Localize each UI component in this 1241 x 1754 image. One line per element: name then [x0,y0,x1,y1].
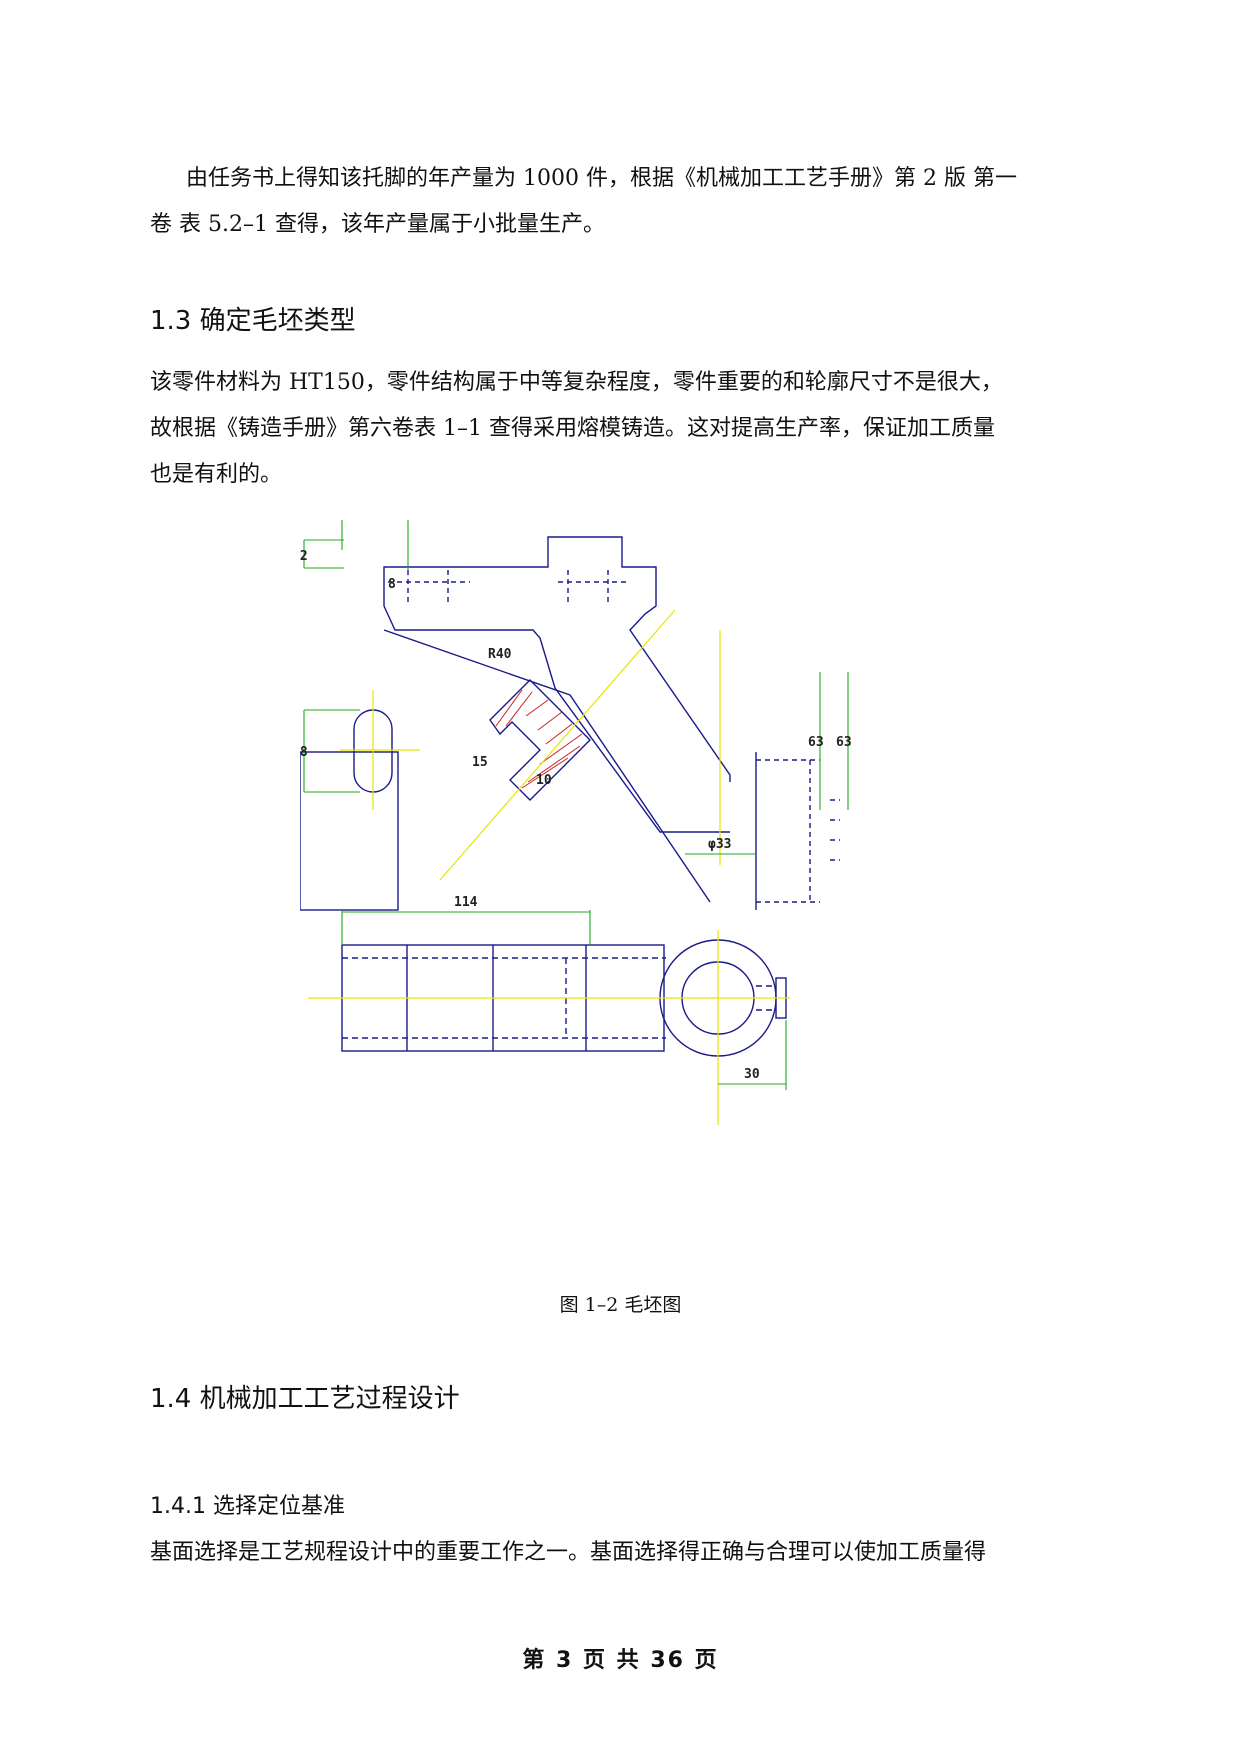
page-footer: 第 3 页 共 36 页 [522,1648,719,1673]
dim-phi33: φ33 [708,837,731,852]
dim-10: 10 [536,773,552,788]
dim-30-bottom: 30 [744,1067,760,1082]
intro-line-2: 卷 表 5.2–1 查得，该年产量属于小批量生产。 [150,212,605,237]
dim-114: 114 [454,895,478,910]
dimension-lines [303,520,849,1090]
intro-line-1: 由任务书上得知该托脚的年产量为 1000 件，根据《机械加工工艺手册》第 2 版… [186,166,1017,191]
section-1-3-line-2: 故根据《铸造手册》第六卷表 1–1 查得采用熔模铸造。这对提高生产率，保证加工质… [150,416,995,441]
dim-8: 8 [388,577,396,592]
section-heading-1-4: 1.4 机械加工工艺过程设计 [150,1384,460,1414]
section-hatch [495,689,583,789]
section-1-4-line-1: 基面选择是工艺规程设计中的重要工作之一。基面选择得正确与合理可以使加工质量得 [150,1540,987,1565]
figure-caption: 图 1–2 毛坯图 [559,1294,682,1316]
center-lines [308,609,790,1125]
section-1-3-line-3: 也是有利的。 [150,462,283,487]
dim-63-b: 63 [836,735,852,750]
dimension-labels: 30 30 14 12 R40 38 15 10 63 63 φ33 114 5… [300,549,852,1082]
dim-r40: R40 [488,647,512,662]
dim-15: 15 [472,755,488,770]
upper-view-hidden-lines [388,570,840,903]
section-profile [489,679,591,801]
subsection-heading-1-4-1: 1.4.1 选择定位基准 [150,1494,345,1519]
dim-38: 38 [300,745,308,760]
dim-63-a: 63 [808,735,824,750]
upper-view-outline [300,536,757,911]
blank-drawing-figure: 30 30 14 12 R40 38 15 10 63 63 φ33 114 5… [300,520,852,1125]
section-heading-1-3: 1.3 确定毛坯类型 [150,306,356,336]
section-1-3-line-1: 该零件材料为 HT150，零件结构属于中等复杂程度，零件重要的和轮廓尺寸不是很大… [150,370,1003,395]
dim-12: 12 [300,549,308,564]
